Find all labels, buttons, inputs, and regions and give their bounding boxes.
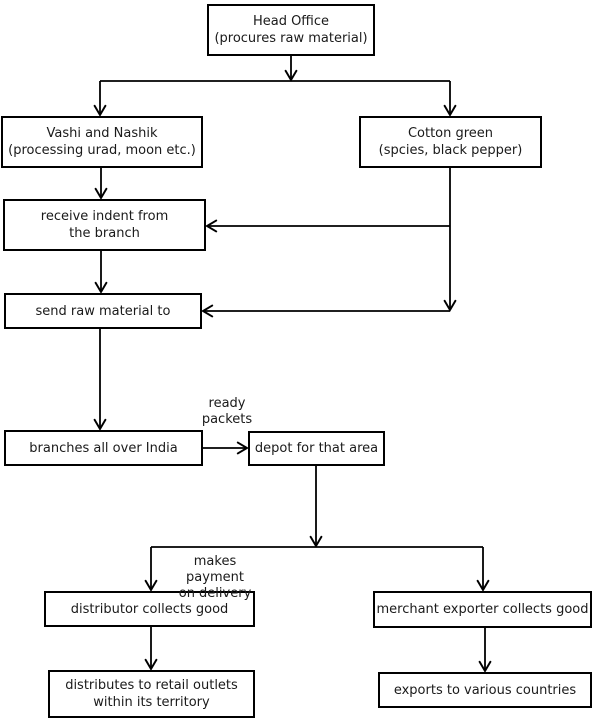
node-exports: exports to various countries (378, 672, 592, 708)
node-vashi-nashik: Vashi and Nashik (processing urad, moon … (1, 116, 203, 168)
node-distributor: distributor collects good (44, 591, 255, 627)
node-depot: depot for that area (248, 431, 385, 466)
node-send-raw-material: send raw material to (4, 293, 202, 329)
node-receive-indent: receive indent from the branch (3, 199, 206, 251)
node-branches-india: branches all over India (4, 430, 203, 466)
node-merchant-exporter: merchant exporter collects good (373, 591, 592, 628)
node-head-office: Head Office (procures raw material) (207, 4, 375, 56)
node-retail-outlets: distributes to retail outlets within its… (48, 670, 255, 718)
node-cotton-green: Cotton green (spcies, black pepper) (359, 116, 542, 168)
label-makes-payment: makes payment on delivery (178, 554, 252, 601)
label-ready-packets: ready packets (201, 396, 253, 427)
